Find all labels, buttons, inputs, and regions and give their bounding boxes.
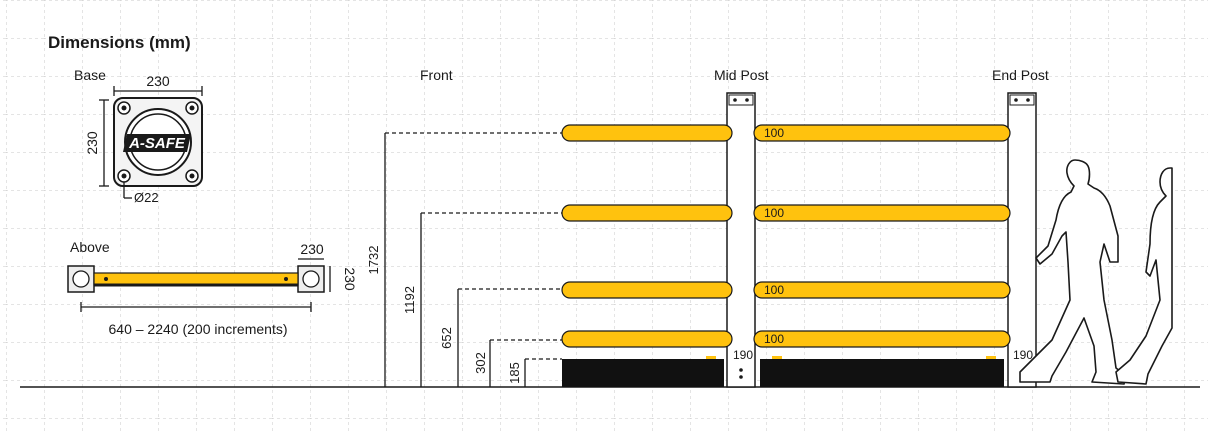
base-foot-left (562, 359, 724, 387)
above-post-size-side: 230 (342, 267, 358, 291)
height-dim-652: 652 (439, 288, 562, 387)
end-post (1007, 92, 1037, 388)
above-post-size-top: 230 (300, 241, 324, 257)
rail-right-4 (753, 330, 1011, 348)
end-post-label: End Post (992, 67, 1049, 83)
height-label-652: 652 (439, 327, 454, 349)
rail-right-1 (753, 124, 1011, 142)
rail-diameter-label-3: 100 (764, 283, 784, 297)
height-dim-302: 302 (473, 339, 562, 387)
rail-diameter-label-4: 100 (764, 332, 784, 346)
height-dim-185: 185 (507, 358, 562, 387)
base-view: Base 230 230 A-SAFE Ø22 (74, 67, 203, 205)
asafe-logo (123, 134, 191, 152)
height-dim-1732: 1732 (366, 132, 562, 387)
rail-row-3: 100 (561, 281, 1011, 299)
rail-diameter-label-1: 100 (764, 126, 784, 140)
base-label: Base (74, 67, 106, 83)
front-view: Front Mid Post End Post 1732 1192 652 30… (20, 67, 1200, 388)
person-silhouette-2 (1115, 167, 1173, 385)
rail-left-3 (561, 281, 733, 299)
hole-diameter-value: Ø22 (134, 190, 159, 205)
height-label-1192: 1192 (402, 286, 417, 314)
height-label-302: 302 (473, 352, 488, 374)
height-dim-1192: 1192 (402, 212, 562, 387)
rail-left-2 (561, 204, 733, 222)
base-foot-right (760, 359, 1004, 387)
above-view: Above 230 230 640 – 2240 (200 increments… (67, 239, 358, 337)
above-rail (93, 272, 299, 286)
rail-diameter-label-2: 100 (764, 206, 784, 220)
height-label-185: 185 (507, 362, 522, 384)
person-silhouette-1 (1019, 159, 1127, 385)
rail-row-2: 100 (561, 204, 1011, 222)
rail-row-1: 100 (561, 124, 1011, 142)
mid-post-width-value: 190 (733, 348, 753, 362)
asafe-logo-text: A-SAFE (128, 135, 186, 152)
mid-post-label: Mid Post (714, 67, 769, 83)
rail-left-4 (561, 330, 733, 348)
above-label: Above (70, 239, 110, 255)
drawing-title: Dimensions (mm) (48, 33, 191, 52)
end-post-width-value: 190 (1013, 348, 1033, 362)
base-width-value: 230 (146, 73, 170, 89)
front-label: Front (420, 67, 453, 83)
rail-right-3 (753, 281, 1011, 299)
rail-right-2 (753, 204, 1011, 222)
length-range-value: 640 – 2240 (200 increments) (109, 321, 288, 337)
base-height-value: 230 (84, 131, 100, 155)
rail-row-4: 100 (561, 330, 1011, 348)
height-label-1732: 1732 (366, 246, 381, 275)
rail-left-1 (561, 124, 733, 142)
